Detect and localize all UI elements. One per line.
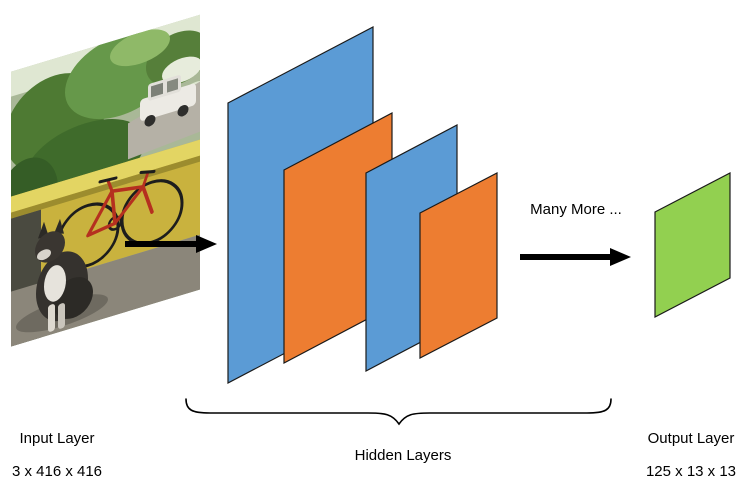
input-layer-title: Input Layer (19, 430, 95, 447)
tree-foliage (11, 29, 200, 236)
input-to-hidden-arrow (125, 235, 217, 253)
white-car (140, 75, 196, 127)
output-layer-plane (654, 172, 731, 318)
input-photo (11, 14, 200, 347)
hidden-layers-title: Hidden Layers (354, 447, 452, 464)
many-more-label: Many More ... (530, 201, 622, 218)
input-layer-dims: 3 x 416 x 416 (11, 463, 103, 480)
dog (35, 218, 93, 332)
hidden-to-output-arrow (520, 248, 631, 266)
output-layer-dims: 125 x 13 x 13 (645, 463, 737, 480)
hidden-layers-brace (185, 398, 612, 426)
output-layer-title: Output Layer (647, 430, 735, 447)
hidden-layer-4 (419, 172, 498, 359)
red-bicycle (56, 169, 184, 269)
